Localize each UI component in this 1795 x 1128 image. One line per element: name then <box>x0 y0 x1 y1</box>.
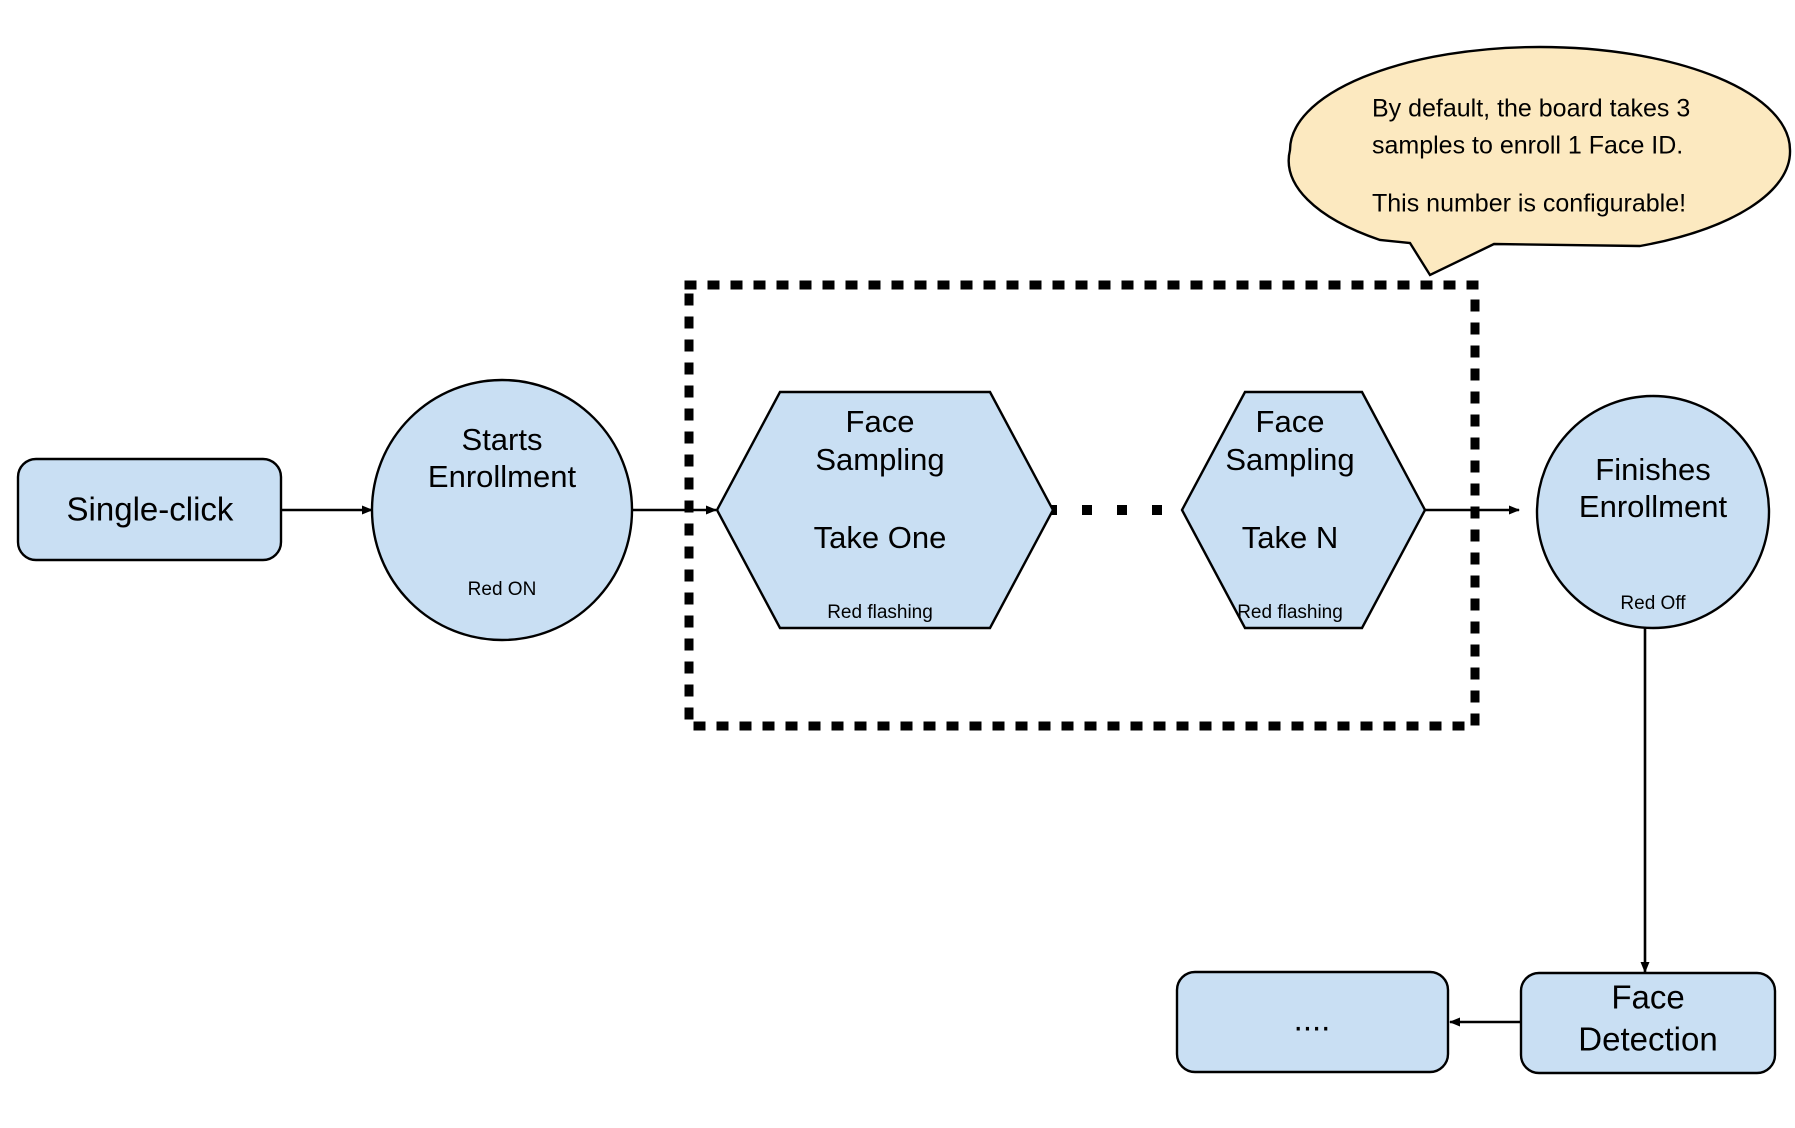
node-starts-enrollment[interactable]: Starts Enrollment Red ON <box>370 378 634 642</box>
finishes-enrollment-status: Red Off <box>1620 593 1686 614</box>
callout-line2: samples to enroll 1 Face ID. <box>1372 132 1683 160</box>
node-face-sampling-n[interactable]: Face Sampling Take N Red flashing <box>1180 390 1427 630</box>
face-sampling-n-line1: Face <box>1256 404 1325 439</box>
face-sampling-n-hexagon[interactable] <box>1180 390 1427 630</box>
callout-line3: This number is configurable! <box>1372 190 1686 218</box>
continuation-box[interactable] <box>1175 970 1450 1074</box>
face-sampling-one-take: Take One <box>814 520 947 555</box>
finishes-enrollment-circle[interactable] <box>1535 394 1771 630</box>
finishes-enrollment-line1: Finishes <box>1595 452 1710 487</box>
node-finishes-enrollment[interactable]: Finishes Enrollment Red Off <box>1535 394 1771 630</box>
callout-shape <box>1287 45 1792 277</box>
face-sampling-one-hexagon[interactable] <box>715 390 1055 630</box>
single-click-label: Single-click <box>67 491 234 528</box>
face-sampling-one-line1: Face <box>846 404 915 439</box>
callout-bubble: By default, the board takes 3 samples to… <box>1287 45 1792 277</box>
face-sampling-one-status: Red flashing <box>827 602 933 623</box>
starts-enrollment-line2: Enrollment <box>428 459 577 494</box>
single-click-box[interactable] <box>16 457 283 562</box>
node-face-detection[interactable]: Face Detection <box>1519 971 1777 1075</box>
face-sampling-n-line2: Sampling <box>1225 442 1354 477</box>
face-detection-line2: Detection <box>1578 1021 1717 1058</box>
finishes-enrollment-line2: Enrollment <box>1579 489 1728 524</box>
callout-line1: By default, the board takes 3 <box>1372 95 1690 123</box>
sampling-loop-group <box>684 280 1480 731</box>
starts-enrollment-line1: Starts <box>462 422 543 457</box>
face-sampling-n-status: Red flashing <box>1237 602 1343 623</box>
continuation-label: .... <box>1294 1001 1331 1038</box>
face-detection-box[interactable] <box>1519 971 1777 1075</box>
starts-enrollment-status: Red ON <box>468 579 537 600</box>
face-sampling-one-line2: Sampling <box>815 442 944 477</box>
face-sampling-n-take: Take N <box>1242 520 1338 555</box>
face-detection-line1: Face <box>1611 979 1684 1016</box>
starts-enrollment-circle[interactable] <box>370 378 634 642</box>
node-continuation[interactable]: .... <box>1175 970 1450 1074</box>
sampling-ellipsis <box>1047 505 1162 515</box>
node-single-click[interactable]: Single-click <box>16 457 283 562</box>
node-face-sampling-one[interactable]: Face Sampling Take One Red flashing <box>715 390 1055 630</box>
